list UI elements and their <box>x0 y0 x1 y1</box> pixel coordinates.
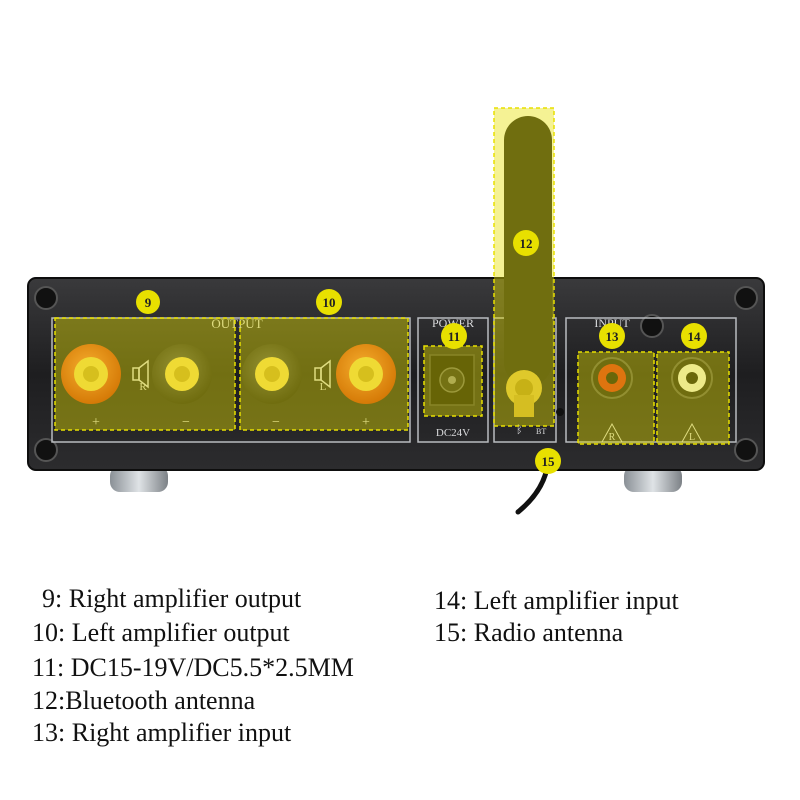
foot-right <box>624 466 682 492</box>
rca-input-left <box>671 357 713 399</box>
dc-voltage-label: DC24V <box>436 427 470 439</box>
output-panel-label: OUTPUT <box>211 316 262 331</box>
power-panel-label: POWER <box>432 316 474 330</box>
polarity-plus-left: + <box>362 415 370 430</box>
callout-badge-14: 14 <box>681 323 707 349</box>
binding-post-right-minus <box>152 344 212 404</box>
bt-led-icon <box>556 408 564 416</box>
callout-badge-13: 13 <box>599 323 625 349</box>
callout-badge-10: 10 <box>316 289 342 315</box>
callout-badge-11: 11 <box>441 323 467 349</box>
callout-badge-9: 9 <box>136 290 160 314</box>
highlight-regions <box>54 107 730 445</box>
input-r-label: R <box>609 432 616 443</box>
callout-badge-12: 12 <box>513 230 539 256</box>
svg-text:12: 12 <box>520 236 533 251</box>
dc-power-jack <box>429 354 475 406</box>
speaker-r-label: R <box>139 381 147 393</box>
svg-text:13: 13 <box>606 329 620 344</box>
bluetooth-icon: ᛒ <box>516 423 523 436</box>
corner-screw-icon <box>34 286 758 462</box>
binding-post-left-plus <box>336 344 396 404</box>
legend-item-13: 13: Right amplifier input <box>32 718 292 747</box>
callout-badge-15: 15 <box>535 448 561 474</box>
svg-text:10: 10 <box>323 295 336 310</box>
legend-item-10: 10: Left amplifier output <box>32 618 290 647</box>
svg-text:15: 15 <box>542 454 556 469</box>
amplifier-rear-panel-diagram: OUTPUT POWER INPUT R L + − − + DC24 <box>27 107 765 515</box>
polarity-minus-left: − <box>272 415 280 430</box>
legend-item-15: 15: Radio antenna <box>434 618 624 647</box>
svg-text:9: 9 <box>145 295 152 310</box>
polarity-minus-right: − <box>182 415 190 430</box>
bt-label: BT <box>536 427 546 436</box>
polarity-plus-right: + <box>92 415 100 430</box>
legend-item-14: 14: Left amplifier input <box>434 586 679 615</box>
binding-post-right-plus <box>61 344 121 404</box>
legend-item-11: 11: DC15-19V/DC5.5*2.5MM <box>32 653 354 682</box>
svg-text:11: 11 <box>448 329 460 344</box>
binding-post-left-minus <box>242 344 302 404</box>
foot-left <box>110 466 168 492</box>
input-l-label: L <box>689 432 695 443</box>
svg-text:14: 14 <box>688 329 702 344</box>
rca-input-right <box>591 357 633 399</box>
speaker-icon <box>132 359 331 389</box>
legend-item-9: 9: Right amplifier output <box>42 584 302 613</box>
legend-item-12: 12:Bluetooth antenna <box>32 686 256 715</box>
speaker-l-label: L <box>320 381 327 393</box>
